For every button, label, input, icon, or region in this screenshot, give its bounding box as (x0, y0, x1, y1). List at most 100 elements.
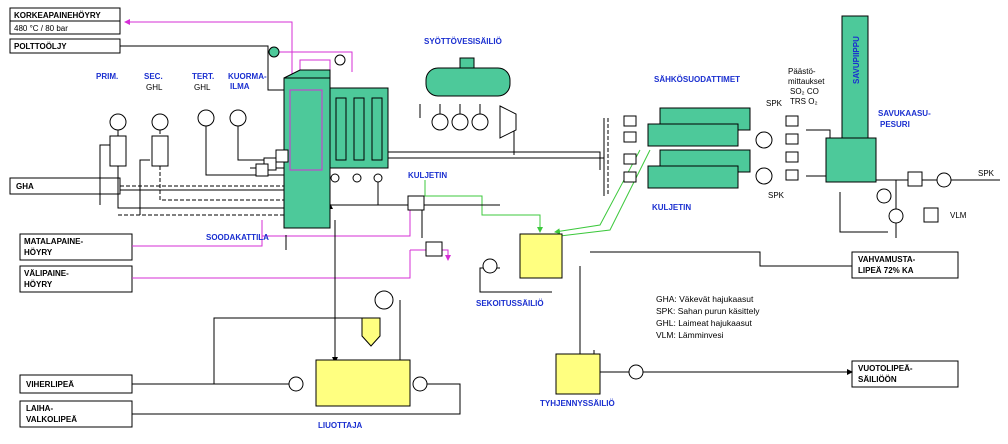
scrubber-pump-2-icon (888, 208, 904, 224)
prim-label: PRIM. (96, 72, 118, 81)
kuormailma-label-2: ILMA (230, 82, 250, 91)
mix-pump-icon (482, 258, 498, 274)
esp-outlet-3-icon (785, 151, 799, 163)
matalapaine-label-1: MATALAPAINE- (24, 237, 83, 246)
kuljetin-label-1: KULJETIN (408, 171, 447, 180)
savukaasu-label-1: SAVUKAASU- (878, 109, 931, 118)
dissolver-pump-1-icon (288, 376, 304, 392)
steam-valve-icon (334, 54, 346, 66)
sec-heater-icon (151, 135, 169, 167)
hx-1-icon (407, 195, 425, 211)
gha-label: GHA (16, 182, 34, 191)
box-vahvamustalipea: VAHVAMUSTA- LIPEÄ 72% KA (851, 251, 959, 279)
savupiippu-label: SAVUPIIPPU (852, 36, 861, 84)
liuottaja-label: LIUOTTAJA (318, 421, 363, 430)
prim-heater-icon (109, 135, 127, 167)
legend-item: VLM: Lämminvesi (656, 330, 724, 340)
steam-drum-icon (268, 46, 280, 58)
vahvamusta-label-1: VAHVAMUSTA- (858, 255, 916, 264)
fans (109, 46, 952, 392)
scrubber-pump-1-icon (876, 188, 892, 204)
steam-lines (124, 19, 451, 279)
laiha-label-1: LAIHA- (26, 404, 53, 413)
savukaasupesuri-scrubber (825, 137, 877, 183)
savupiippu-stack (841, 15, 869, 157)
kuormailma-fan-icon (229, 109, 247, 127)
matalapaine-label-2: HÖYRY (24, 248, 53, 257)
esp-outlet-1-icon (785, 115, 799, 127)
paasto-label-2: mittaukset (788, 77, 825, 86)
sahkosuodattimet-esp (647, 107, 751, 189)
gas-lines (424, 149, 651, 237)
esp-outlet-2-icon (785, 133, 799, 145)
liuottaja-tank (315, 317, 411, 407)
sekoitussailio-label: SEKOITUSSÄILIÖ (476, 299, 544, 308)
sec-fan-icon (151, 113, 169, 131)
box-gha: GHA (9, 177, 121, 195)
korkeapainehoyry-label: KORKEAPAINEHÖYRY (14, 11, 101, 20)
legend-item: GHL: Laimeat hajukaasut (656, 318, 753, 328)
soodakattila-label: SOODAKATTILA (206, 233, 269, 242)
esp-inlet-3-icon (623, 153, 637, 165)
vuotolipea-label-2: SÄILIÖÖN (858, 375, 897, 384)
esp-outlet-4-icon (785, 169, 799, 181)
spk-right-label: SPK (978, 169, 995, 178)
syottovesisailio-tank (425, 57, 517, 139)
spk-top-label: SPK (766, 99, 783, 108)
viherlipea-label: VIHERLIPEÄ (26, 380, 74, 389)
heat-exchangers (109, 115, 939, 257)
scrubber-hx-icon (907, 171, 923, 187)
tert-ghl-label: GHL (194, 83, 211, 92)
legend: GHA: Väkevät hajukaasut SPK: Sahan purun… (656, 294, 760, 340)
feed-pump-1-icon (431, 113, 449, 131)
esp-fan-1-icon (755, 131, 773, 149)
esp-inlet-4-icon (623, 171, 637, 183)
syottovesisailio-label: SYÖTTÖVESISÄILIÖ (424, 37, 502, 46)
tert-fan-icon (197, 109, 215, 127)
vuotolipea-label-1: VUOTOLIPEÄ- (858, 364, 913, 373)
vahvamusta-label-2: LIPEÄ 72% KA (858, 266, 914, 275)
drain-pump-icon (628, 364, 644, 380)
valipaine-label-2: HÖYRY (24, 280, 53, 289)
sekoitussailio-tank (519, 233, 563, 279)
hx-2-icon (425, 241, 443, 257)
paasto-label-4: TRS O₂ (790, 97, 818, 106)
spk-mid-label: SPK (768, 191, 785, 200)
esp-inlet-2-icon (623, 131, 637, 143)
box-matalapaine: MATALAPAINE- HÖYRY (19, 233, 133, 261)
laiha-label-2: VALKOLIPEÄ (26, 415, 77, 424)
box-korkeapainehoyry: KORKEAPAINEHÖYRY 480 °C / 80 bar (9, 7, 121, 35)
box-viherlipea: VIHERLIPEÄ (19, 374, 133, 394)
process-lines (99, 45, 1000, 415)
tyhjennyssailio-tank (555, 353, 601, 395)
dissolver-pump-2-icon (412, 376, 428, 392)
kuljetin-label-2: KULJETIN (652, 203, 691, 212)
feed-pump-2-icon (451, 113, 469, 131)
tert-label: TERT. (192, 72, 214, 81)
savukaasu-label-2: PESURI (880, 120, 910, 129)
paasto-label-3: SO₂ CO (790, 87, 819, 96)
box-valipaine: VÄLIPAINE- HÖYRY (19, 265, 133, 293)
sec-ghl-label: GHL (146, 83, 163, 92)
box-vuotolipea: VUOTOLIPEÄ- SÄILIÖÖN (851, 360, 959, 388)
soodakattila-boiler (255, 69, 389, 229)
tyhjennyssailio-label: TYHJENNYSSÄILIÖ (540, 399, 615, 408)
korkeapainehoyry-spec: 480 °C / 80 bar (14, 24, 68, 33)
legend-item: GHA: Väkevät hajukaasut (656, 294, 754, 304)
feed-pump-3-icon (471, 113, 489, 131)
esp-inlet-1-icon (623, 115, 637, 127)
box-polttooljy: POLTTOÖLJY (9, 38, 121, 54)
paasto-label-1: Päästö- (788, 67, 816, 76)
legend-item: SPK: Sahan purun käsittely (656, 306, 760, 316)
kuormailma-label-1: KUORMA- (228, 72, 267, 81)
boiler-discharge (330, 173, 383, 183)
box-laihavalkolipea: LAIHA- VALKOLIPEÄ (19, 400, 133, 428)
sec-label: SEC. (144, 72, 163, 81)
esp-fan-2-icon (755, 167, 773, 185)
vlm-hx-icon (923, 207, 939, 223)
dissolver-fan-icon (374, 290, 394, 310)
prim-fan-icon (109, 113, 127, 131)
vlm-label: VLM (950, 211, 967, 220)
